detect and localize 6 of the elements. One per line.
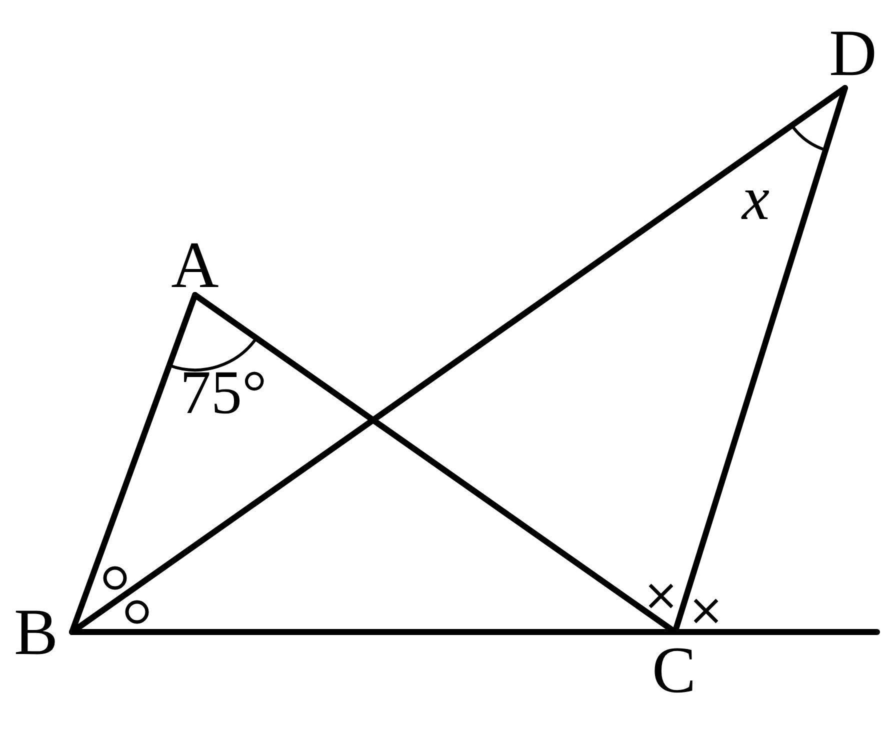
point-label: B (4, 600, 68, 666)
point-label: A (165, 238, 225, 293)
point-label: D (818, 22, 888, 86)
angle-label: 75° (180, 362, 267, 424)
point-label: C (643, 638, 705, 704)
angle-label: x (742, 168, 770, 230)
